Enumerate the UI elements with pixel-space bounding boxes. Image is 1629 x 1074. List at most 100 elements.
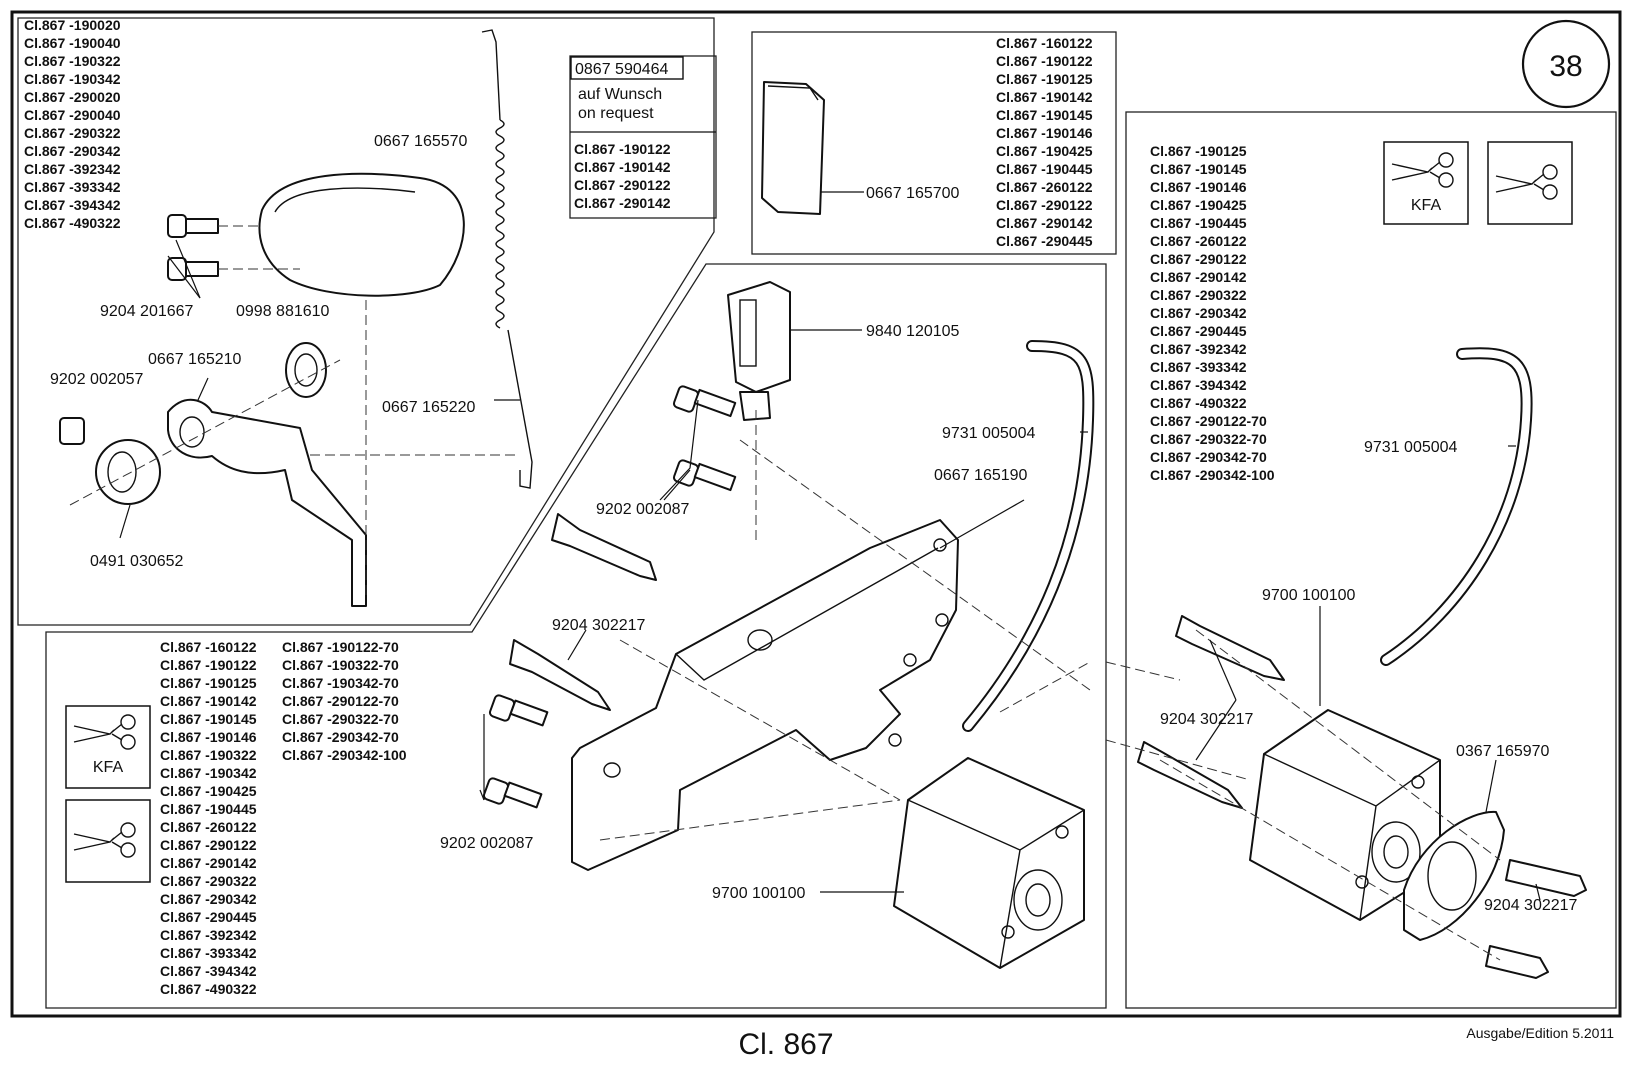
right-magnet-assembly xyxy=(1105,347,1587,979)
model-number: Cl.867 -290342 xyxy=(160,891,257,907)
model-number: Cl.867 -290322 xyxy=(24,125,121,141)
bracket-assembly xyxy=(479,281,1095,969)
model-number: Cl.867 -290122 xyxy=(996,197,1093,213)
label-collar: 0491 030652 xyxy=(90,553,184,570)
scissors-kfa-icon: KFA xyxy=(65,705,151,789)
model-number: Cl.867 -290445 xyxy=(996,233,1093,249)
label-wood-screw-right2: 9204 302217 xyxy=(1484,897,1578,914)
model-number: Cl.867 -190322 xyxy=(24,53,121,69)
washer xyxy=(285,342,327,398)
label-lever: 0667 165210 xyxy=(148,351,242,368)
model-number: Cl.867 -290122 xyxy=(160,837,257,853)
label-spring-rod: 0667 165220 xyxy=(382,399,476,416)
label-screws-lower: 9202 002087 xyxy=(440,835,534,852)
frame-top-center xyxy=(751,31,1117,255)
hex-screws-lower xyxy=(482,694,549,809)
label-magnet-right: 9700 100100 xyxy=(1262,587,1356,604)
footer-edition: Ausgabe/Edition 5.2011 xyxy=(1466,1025,1614,1041)
model-number: Cl.867 -190322 xyxy=(160,747,257,763)
page-number-circle xyxy=(1521,19,1611,109)
label-wood-screw-right: 9204 302217 xyxy=(1160,711,1254,728)
label-wood-screw-center: 9204 302217 xyxy=(552,617,646,634)
setscrew xyxy=(59,417,85,445)
model-number: Cl.867 -190020 xyxy=(24,17,121,33)
model-number: Cl.867 -190142 xyxy=(160,693,257,709)
model-number: Cl.867 -290142 xyxy=(574,195,671,211)
model-number: Cl.867 -290342 xyxy=(1150,305,1247,321)
scissors-icon xyxy=(65,799,151,883)
model-number: Cl.867 -290445 xyxy=(160,909,257,925)
model-number: Cl.867 -290122 xyxy=(574,177,671,193)
model-number: Cl.867 -290142 xyxy=(160,855,257,871)
label-screws-upper: 9202 002087 xyxy=(596,501,690,518)
magnet-center xyxy=(893,757,1085,969)
label-spring: 0667 165570 xyxy=(374,133,468,150)
model-number: Cl.867 -190322-70 xyxy=(282,657,399,673)
knee-lever-assembly xyxy=(59,29,533,607)
model-number: Cl.867 -190125 xyxy=(996,71,1093,87)
model-number: Cl.867 -290322 xyxy=(160,873,257,889)
model-number: Cl.867 -290322-70 xyxy=(282,711,399,727)
model-number: Cl.867 -190445 xyxy=(996,161,1093,177)
frame-top-left xyxy=(17,17,715,626)
request-text-de: auf Wunsch xyxy=(578,86,662,103)
wood-screws-center xyxy=(509,513,657,711)
frame-right xyxy=(1125,111,1617,1009)
model-number: Cl.867 -190342 xyxy=(24,71,121,87)
model-number: Cl.867 -290322 xyxy=(1150,287,1247,303)
scissors-kfa-icon: KFA xyxy=(1383,141,1469,225)
model-number: Cl.867 -392342 xyxy=(1150,341,1247,357)
model-number: Cl.867 -290122-70 xyxy=(1150,413,1267,429)
kfa-label-left: KFA xyxy=(93,759,124,776)
model-number: Cl.867 -190425 xyxy=(996,143,1093,159)
spring xyxy=(481,29,533,489)
frame-bottom-center xyxy=(45,263,1107,1009)
label-screw-pair: 9204 201667 xyxy=(100,303,194,320)
page-number: 38 xyxy=(1549,50,1582,83)
model-number: Cl.867 -260122 xyxy=(1150,233,1247,249)
model-number: Cl.867 -290040 xyxy=(24,107,121,123)
knee-pad xyxy=(258,172,465,297)
model-number: Cl.867 -160122 xyxy=(160,639,257,655)
bracket xyxy=(571,519,959,871)
kfa-label-right: KFA xyxy=(1411,197,1442,214)
plug xyxy=(727,281,791,393)
model-number: Cl.867 -190122 xyxy=(996,53,1093,69)
model-number: Cl.867 -190142 xyxy=(574,159,671,175)
label-pad: 0667 165700 xyxy=(866,185,960,202)
model-number: Cl.867 -290342 xyxy=(24,143,121,159)
model-number: Cl.867 -394342 xyxy=(24,197,121,213)
label-plug: 9840 120105 xyxy=(866,323,960,340)
model-number: Cl.867 -490322 xyxy=(24,215,121,231)
model-number: Cl.867 -393342 xyxy=(24,179,121,195)
screw-pair xyxy=(167,214,219,281)
model-number: Cl.867 -190145 xyxy=(996,107,1093,123)
model-number: Cl.867 -290322-70 xyxy=(1150,431,1267,447)
model-number: Cl.867 -190122 xyxy=(160,657,257,673)
model-number: Cl.867 -394342 xyxy=(160,963,257,979)
request-text-en: on request xyxy=(578,105,654,122)
collar xyxy=(95,439,161,505)
model-number: Cl.867 -190445 xyxy=(160,801,257,817)
outer-frame xyxy=(10,10,1622,1018)
model-number: Cl.867 -290445 xyxy=(1150,323,1247,339)
model-number: Cl.867 -190342-70 xyxy=(282,675,399,691)
model-number: Cl.867 -290342-100 xyxy=(282,747,407,763)
model-number: Cl.867 -392342 xyxy=(24,161,121,177)
model-number: Cl.867 -260122 xyxy=(996,179,1093,195)
model-number: Cl.867 -290020 xyxy=(24,89,121,105)
model-number: Cl.867 -260122 xyxy=(160,819,257,835)
model-number: Cl.867 -290142 xyxy=(1150,269,1247,285)
model-number: Cl.867 -190146 xyxy=(1150,179,1247,195)
model-number: Cl.867 -190040 xyxy=(24,35,121,51)
label-washer: 0998 881610 xyxy=(236,303,330,320)
model-number: Cl.867 -392342 xyxy=(160,927,257,943)
model-number: Cl.867 -190122 xyxy=(574,141,671,157)
model-number: Cl.867 -190142 xyxy=(996,89,1093,105)
label-tube-right: 9731 005004 xyxy=(1364,439,1458,456)
